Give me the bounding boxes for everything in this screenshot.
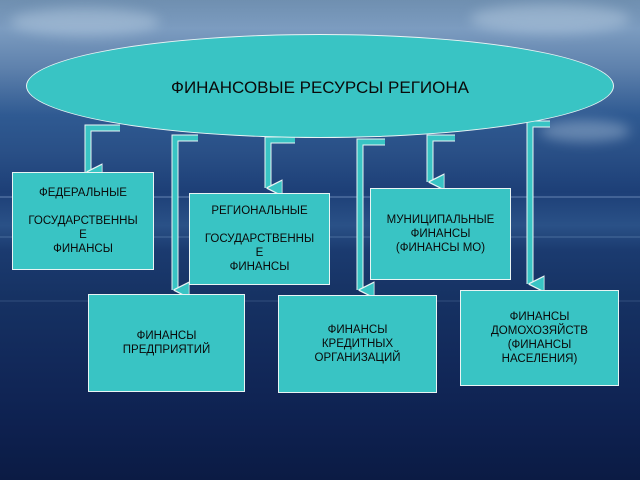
node-credit-organizations-finance: ФИНАНСЫ КРЕДИТНЫХ ОРГАНИЗАЦИЙ [278,295,437,393]
connector-federal [85,125,120,172]
node-municipal-finance: МУНИЦИПАЛЬНЫЕ ФИНАНСЫ (ФИНАНСЫ МО) [370,188,511,280]
connector-credit-orgs [357,139,385,290]
cloud [470,4,630,34]
cloud [540,120,630,142]
connector-regional [265,137,295,188]
node-federal-state-finance: ФЕДЕРАЛЬНЫЕ ГОСУДАРСТВЕННЫ Е ФИНАНСЫ [12,172,154,270]
connector-enterprises [172,135,198,290]
root-node-title: ФИНАНСОВЫЕ РЕСУРСЫ РЕГИОНА [171,78,469,97]
node-enterprise-finance: ФИНАНСЫ ПРЕДПРИЯТИЙ [88,294,245,392]
node-regional-state-finance: РЕГИОНАЛЬНЫЕ ГОСУДАРСТВЕННЫ Е ФИНАНСЫ [189,193,330,285]
root-node-regional-financial-resources: ФИНАНСОВЫЕ РЕСУРСЫ РЕГИОНА [26,34,614,138]
cloud [10,8,160,36]
node-household-finance: ФИНАНСЫ ДОМОХОЗЯЙСТВ (ФИНАНСЫ НАСЕЛЕНИЯ) [460,290,619,386]
connector-households [527,121,550,284]
connector-municipal [427,135,455,182]
